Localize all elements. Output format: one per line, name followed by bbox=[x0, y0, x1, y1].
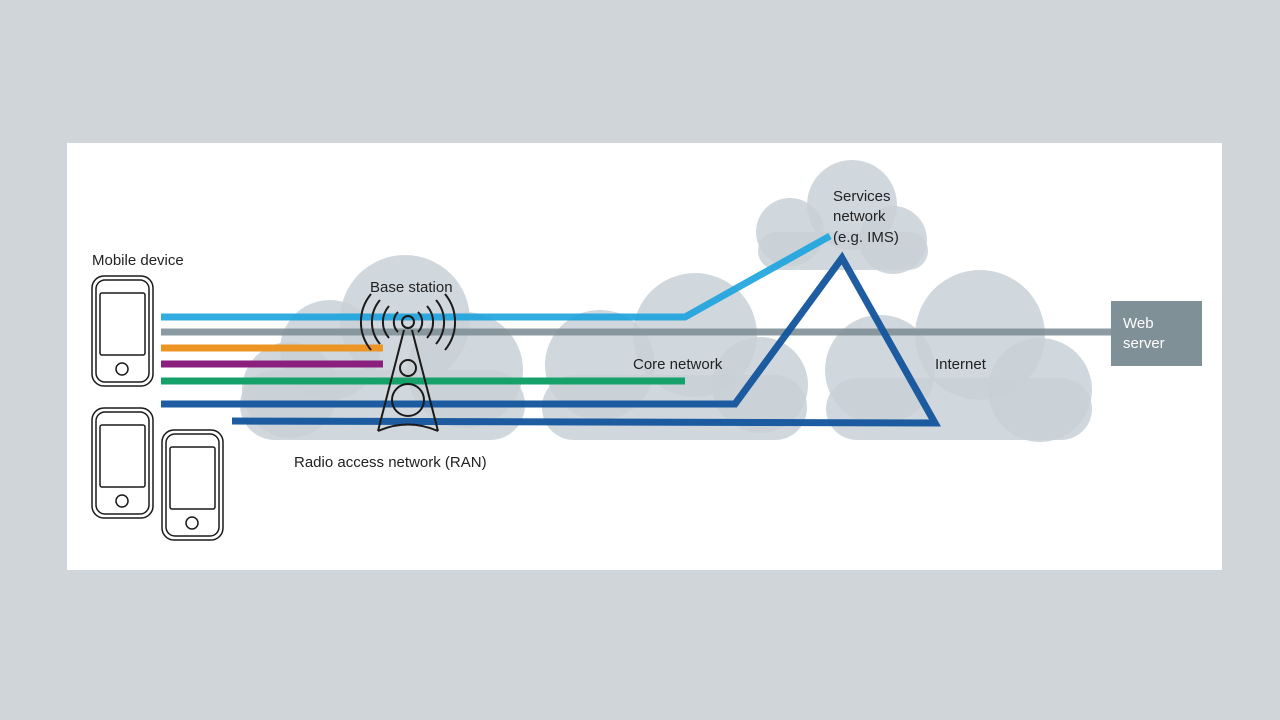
web-server-label-line1: Web bbox=[1123, 315, 1154, 332]
line-dark-blue-upper bbox=[161, 251, 942, 427]
smartphone-icon bbox=[91, 407, 154, 519]
smartphone-icon bbox=[161, 429, 224, 541]
mobile-device-label: Mobile device bbox=[92, 252, 184, 269]
services-network-label-line2: network bbox=[833, 208, 886, 225]
web-server-label-line2: server bbox=[1123, 335, 1165, 352]
core-network-label: Core network bbox=[633, 356, 723, 373]
ran-label: Radio access network (RAN) bbox=[294, 454, 487, 471]
services-network-label-line1: Services bbox=[833, 188, 891, 205]
internet-label: Internet bbox=[935, 356, 987, 373]
radio-tower-icon bbox=[360, 293, 456, 432]
base-station-label: Base station bbox=[370, 279, 453, 296]
smartphone-icon bbox=[91, 275, 154, 387]
web-server-box bbox=[1111, 301, 1202, 366]
line-light-blue bbox=[161, 232, 832, 321]
services-network-label-line3: (e.g. IMS) bbox=[833, 229, 899, 246]
